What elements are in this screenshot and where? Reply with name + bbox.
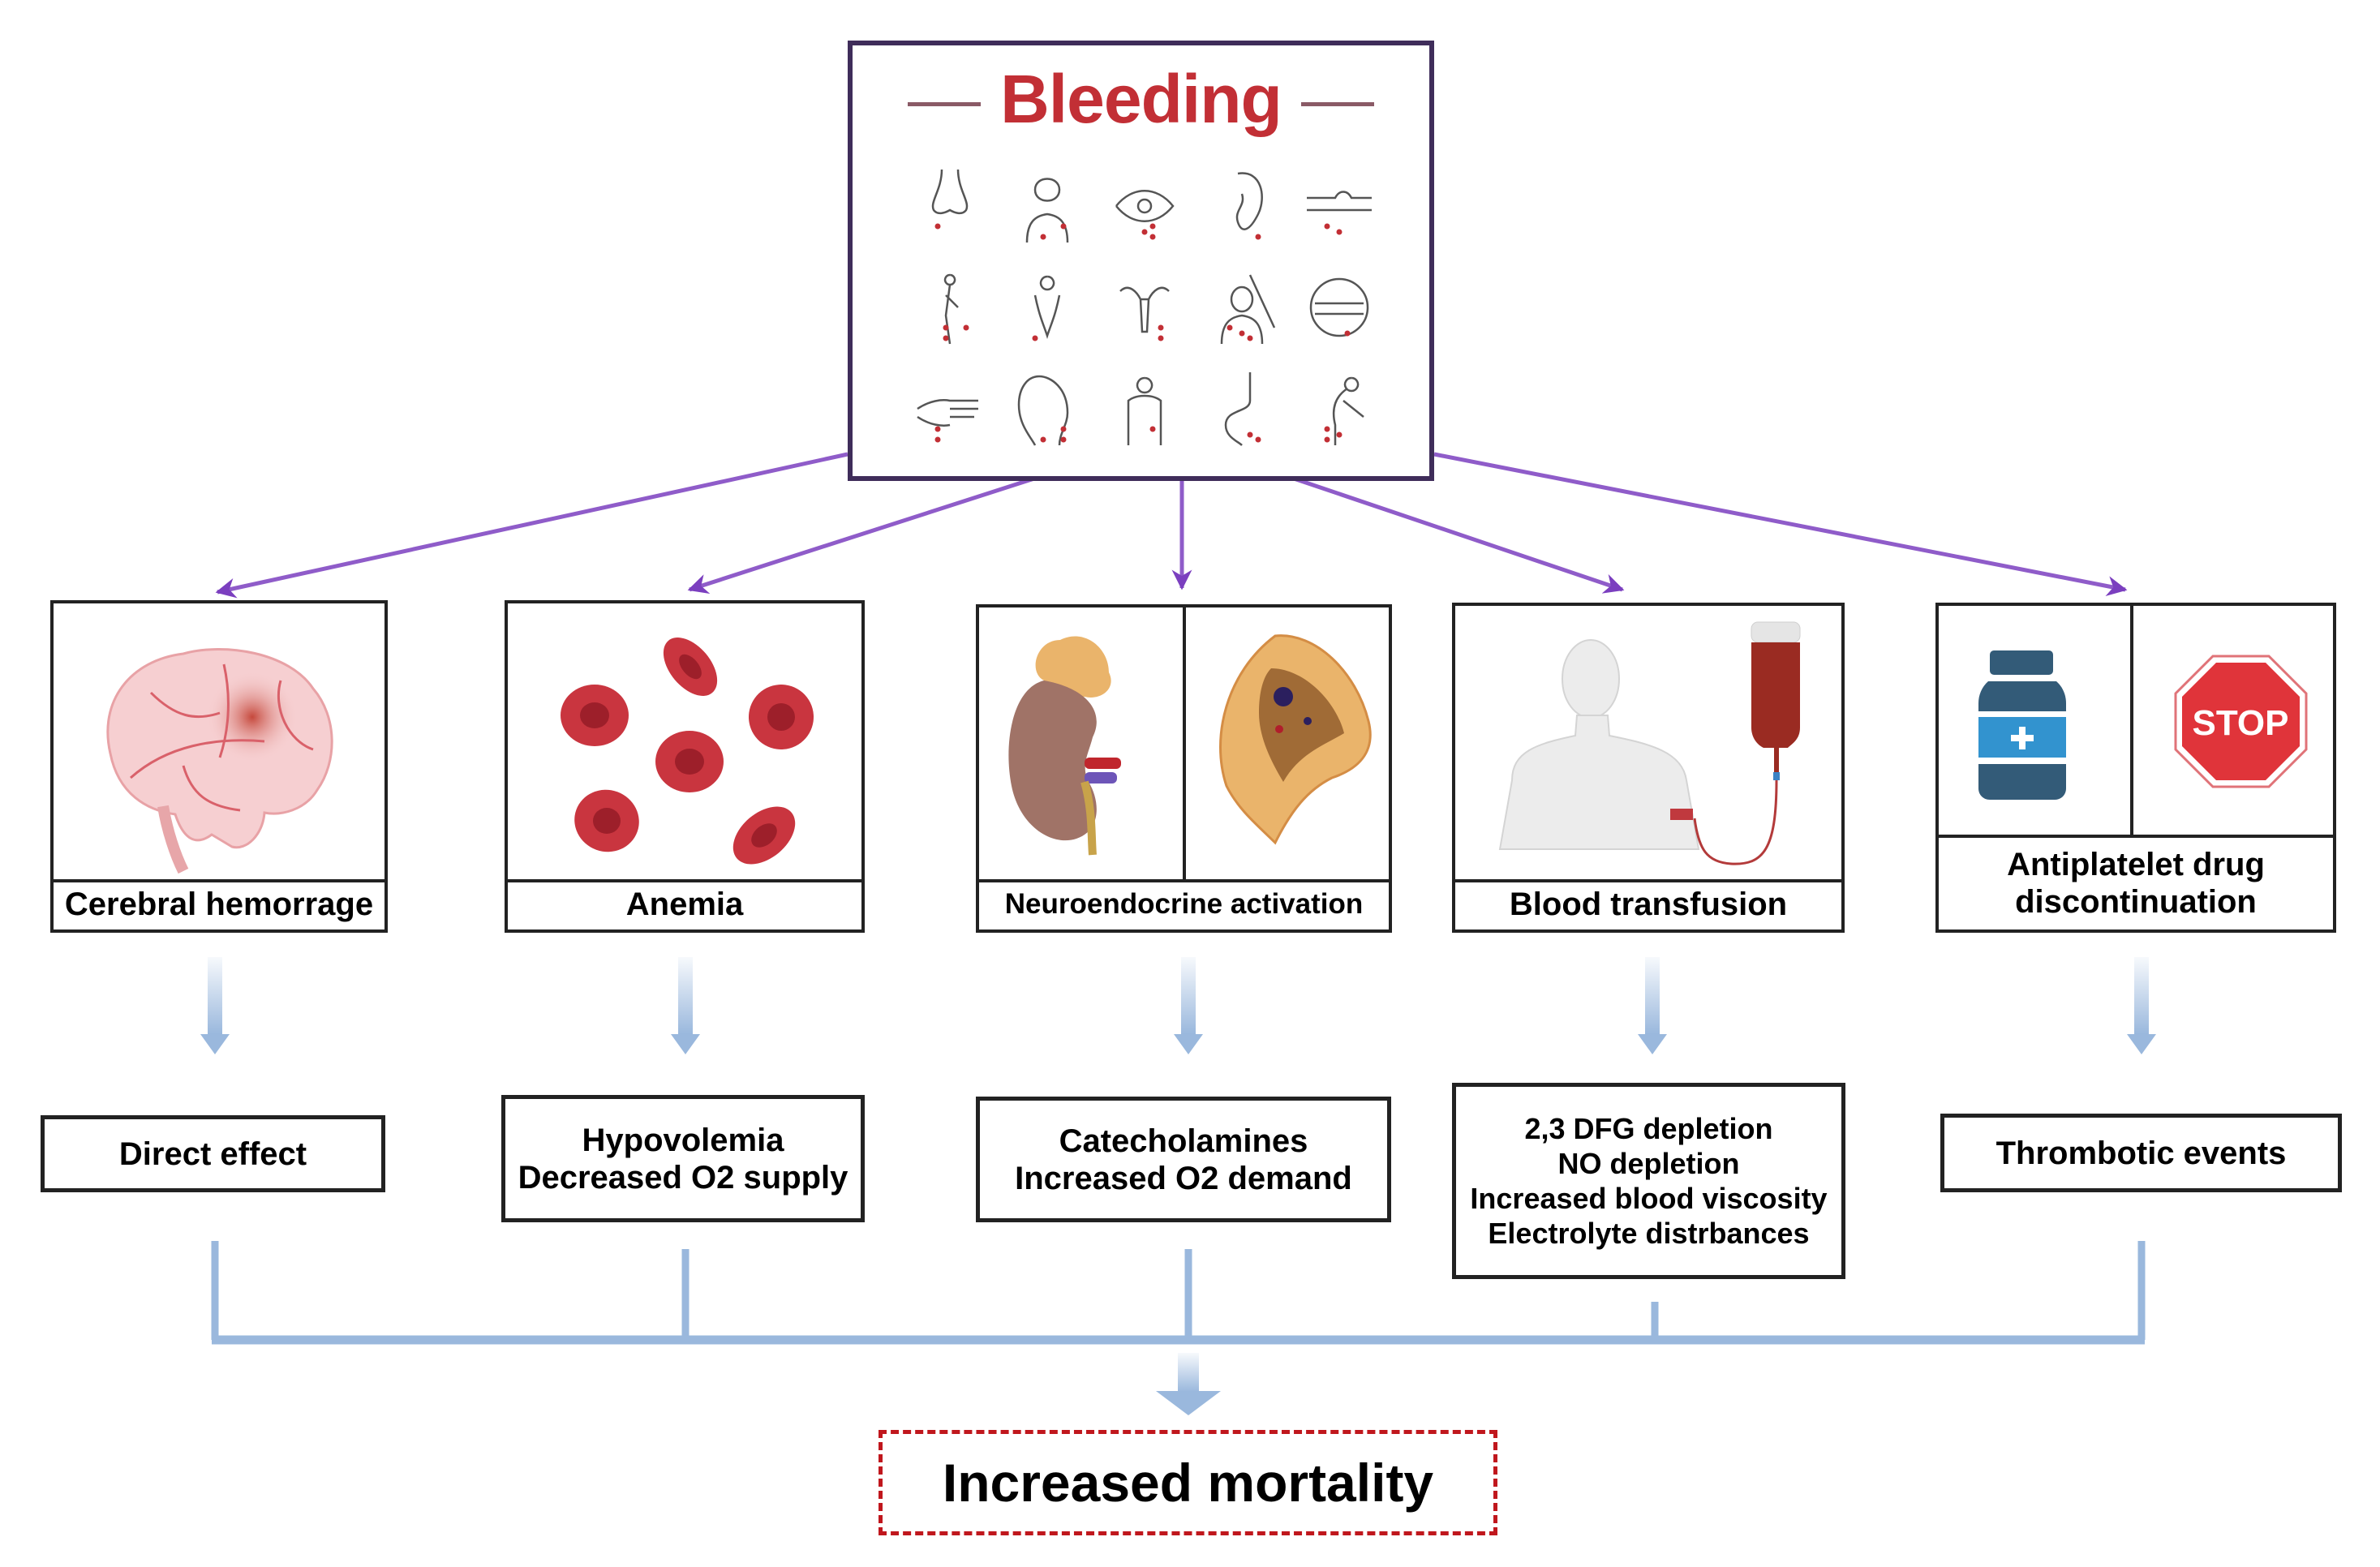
brain-bleeding-icon (999, 358, 1096, 459)
blue-arrow-shaft-3 (1181, 957, 1196, 1034)
abdominal-bleeding-icon (1096, 358, 1193, 459)
effect-line: Electrolyte distrbances (1488, 1217, 1810, 1250)
purple-arrow-5 (1433, 452, 2128, 596)
card-cerebral-hemorrage: Cerebral hemorrage (50, 600, 388, 933)
red-blood-cells-icon (561, 638, 814, 865)
eye-bleeding-icon (1096, 155, 1193, 256)
brain-icon (106, 648, 333, 874)
blue-arrow-head-3 (1174, 1034, 1203, 1054)
uterus-bleeding-icon (1096, 256, 1193, 358)
outcome-text: Increased mortality (942, 1453, 1434, 1513)
card-antiplatelet-drug-discontinuation: STOP Antiplatelet drug discontinuation (1935, 603, 2336, 933)
effect-line: Hypovolemia (582, 1122, 784, 1158)
bleeding-title-text: Bleeding (1000, 61, 1282, 137)
head-injury-icon (999, 155, 1096, 256)
patient-transfusion-icon (1498, 621, 1801, 865)
effect-line: 2,3 DFG depletion (1524, 1112, 1773, 1145)
bleeding-title: Bleeding (853, 60, 1429, 139)
blue-arrow-head-2 (671, 1034, 700, 1054)
brain-image (54, 603, 384, 882)
blue-arrow-head-4 (1638, 1034, 1667, 1054)
blue-arrow-shaft-4 (1645, 957, 1660, 1034)
drug-stop-images: STOP (1939, 606, 2333, 838)
outcome-arrow-shaft (1178, 1353, 1199, 1392)
bleeding-panel: Bleeding (848, 41, 1434, 481)
adrenal-images (979, 607, 1389, 882)
menstrual-bleeding-icon (999, 256, 1096, 358)
effect-line: Catecholamines (1059, 1123, 1308, 1159)
blue-arrow-head-1 (200, 1034, 230, 1054)
outcome-increased-mortality: Increased mortality (879, 1430, 1497, 1535)
kidney-adrenal-icon (1008, 636, 1121, 856)
red-blood-cells-image (508, 603, 861, 882)
effect-text: Thrombotic events (1996, 1135, 2287, 1172)
urinary-bleeding-icon (901, 256, 999, 358)
image-divider (2130, 606, 2133, 835)
blue-arrow-head-5 (2127, 1034, 2156, 1054)
effect-thrombotic-events: Thrombotic events (1940, 1114, 2342, 1192)
effect-text: Direct effect (119, 1136, 307, 1173)
effect-direct-effect: Direct effect (41, 1115, 385, 1192)
card-neuroendocrine-activation: Neuroendocrine activation (976, 604, 1392, 933)
stop-sign-icon: STOP (2174, 655, 2308, 788)
purple-arrow-2 (687, 476, 1035, 594)
card-blood-transfusion: Blood transfusion (1452, 603, 1845, 933)
effect-line: NO depletion (1557, 1147, 1740, 1180)
nosebleed-icon (901, 155, 999, 256)
rectal-bleeding-icon (1193, 358, 1291, 459)
image-divider (1183, 607, 1186, 879)
blue-arrow-shaft-5 (2134, 957, 2149, 1034)
finger-bleeding-icon (901, 358, 999, 459)
title-dash-right (1300, 102, 1374, 107)
outcome-arrow-head (1156, 1391, 1221, 1415)
effect-line: Thrombotic events (1996, 1135, 2287, 1171)
ear-bleeding-icon (1193, 155, 1291, 256)
transfusion-image (1455, 606, 1841, 882)
effect-line: Increased O2 demand (1015, 1160, 1352, 1196)
blue-arrow-shaft-1 (208, 957, 222, 1034)
effect-line: Decreased O2 supply (518, 1159, 848, 1196)
card-label: Cerebral hemorrage (64, 887, 374, 922)
card-label: Anemia (625, 887, 744, 922)
blue-arrow-shaft-2 (678, 957, 693, 1034)
vomiting-blood-icon (1291, 358, 1388, 459)
gum-bleeding-icon (1291, 256, 1388, 358)
effect-line: Increased blood viscosity (1470, 1182, 1828, 1215)
wrist-bleeding-icon (1291, 155, 1388, 256)
stop-sign-text: STOP (2192, 703, 2288, 743)
purple-arrow-4 (1293, 476, 1625, 594)
bleeding-icon-grid (901, 155, 1388, 459)
card-anemia: Anemia (505, 600, 865, 933)
purple-arrow-1 (215, 452, 848, 599)
head-trauma-icon (1193, 256, 1291, 358)
card-label: Antiplatelet drug discontinuation (2007, 846, 2265, 920)
title-dash-left (908, 102, 982, 107)
pill-bottle-icon (1978, 650, 2066, 800)
adrenal-section-icon (1219, 634, 1372, 845)
card-label: Neuroendocrine activation (1004, 888, 1364, 920)
effect-line: Direct effect (118, 1136, 307, 1172)
card-label: Blood transfusion (1509, 887, 1788, 922)
